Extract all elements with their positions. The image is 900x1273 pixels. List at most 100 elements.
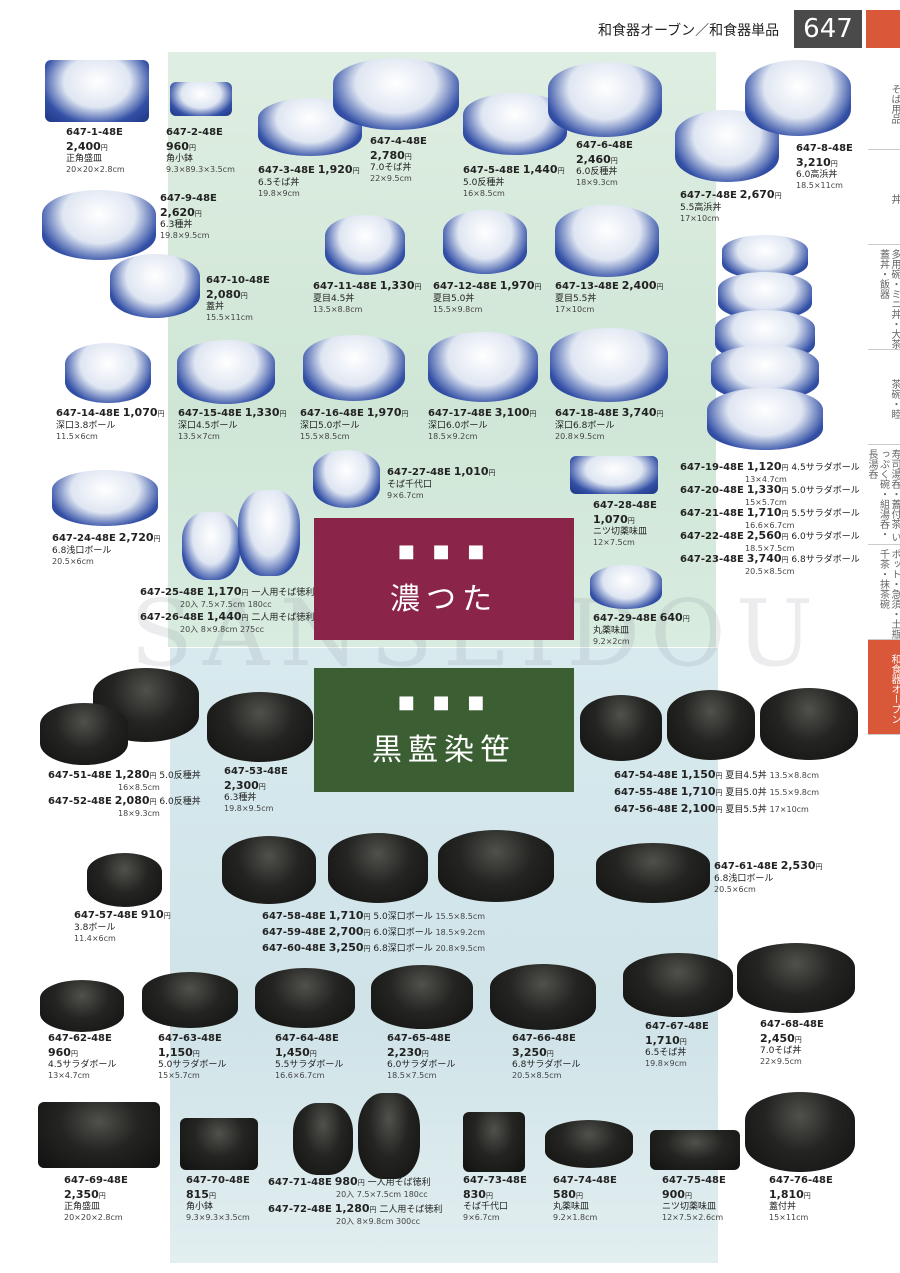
product-qty: 20入 — [180, 624, 199, 634]
product-price: 2,560 — [746, 529, 782, 542]
product-code: 647-51-48E — [48, 770, 112, 781]
product-code: 647-27-48E — [387, 467, 451, 478]
yen-unit: 円 — [679, 1037, 687, 1046]
product-name: 5.5サラダボール — [791, 509, 860, 519]
sidebar-tab[interactable]: 寿司湯呑・蓋付茶 いっぷく碗・組湯呑・長湯呑 — [866, 445, 900, 545]
product-line: 647-59-48E 2,700円 6.0深口ボール 18.5×9.2cm — [262, 925, 485, 940]
yen-unit: 円 — [656, 283, 664, 291]
yen-unit: 円 — [529, 410, 537, 418]
product-name: 深口6.8ボール — [555, 420, 615, 431]
product-price: 1,120 — [746, 460, 782, 473]
product-name: 夏目5.5丼 — [725, 805, 767, 815]
product-name: 6.0反種丼 — [159, 797, 201, 807]
product-price: 1,330 — [746, 483, 782, 496]
product-name: 5.0サラダボール — [158, 1059, 227, 1070]
product-code: 647-76-48E — [769, 1175, 833, 1186]
product-code: 647-4-48E — [370, 136, 427, 147]
product-price: 1,150 — [680, 768, 716, 781]
yen-unit: 円 — [208, 1191, 216, 1200]
sidebar-tab[interactable]: 茶碗・睦 — [868, 350, 900, 445]
product-price: 1,710 — [680, 785, 716, 798]
product-size: 18.5×9.2cm — [428, 431, 478, 441]
product-code: 647-18-48E — [555, 408, 619, 419]
product-name: 深口6.0ボール — [428, 420, 488, 431]
product-name: 蓋丼 — [206, 301, 225, 312]
product-size: 18×9.3cm — [118, 808, 160, 818]
product-price: 1,150 — [158, 1045, 193, 1059]
product-image — [463, 1112, 525, 1172]
sidebar-tab[interactable]: そば用品 — [868, 55, 900, 150]
product-size: 20.5×6cm — [52, 556, 94, 566]
product-price: 960 — [48, 1045, 71, 1059]
product-code: 647-64-48E — [275, 1033, 339, 1044]
product-code: 647-13-48E — [555, 281, 619, 292]
product-size: 18×9.3cm — [576, 178, 618, 187]
product-image — [545, 1120, 633, 1168]
yen-unit: 円 — [149, 798, 157, 806]
product-code: 647-29-48E — [593, 613, 657, 624]
product-code: 647-24-48E — [52, 533, 116, 544]
product-image — [745, 1092, 855, 1172]
product-code: 647-60-48E — [262, 943, 326, 954]
series-banner-kokuai: ■ ■ ■ 黒藍染笹 — [314, 668, 574, 792]
product-size: 7.5×7.5cm 180cc — [200, 599, 272, 609]
banner-squares: ■ ■ ■ — [397, 540, 491, 562]
product-code: 647-61-48E — [714, 861, 778, 872]
yen-unit: 円 — [488, 469, 496, 477]
product-code: 647-15-48E — [178, 408, 242, 419]
product-code: 647-3-48E — [258, 165, 315, 176]
product-price: 910 — [140, 908, 164, 921]
product-price: 2,780 — [370, 148, 405, 162]
product-name: 蓋付丼 — [769, 1201, 797, 1212]
product-code: 647-9-48E — [160, 193, 217, 204]
product-price: 960 — [166, 139, 189, 153]
product-price: 2,530 — [780, 859, 816, 872]
yen-unit: 円 — [241, 589, 249, 597]
sidebar-tab[interactable]: 丼 — [868, 150, 900, 245]
product-name: 夏目5.0丼 — [433, 293, 475, 304]
sidebar-tab-active[interactable]: 和食器オーブン — [868, 640, 900, 735]
yen-unit: 円 — [98, 1191, 106, 1200]
yen-unit: 円 — [815, 863, 823, 871]
product-size: 9×6.7cm — [463, 1213, 500, 1222]
yen-unit: 円 — [163, 912, 171, 920]
product-code: 647-22-48E — [680, 531, 744, 542]
product-price: 3,740 — [746, 552, 782, 565]
product-image — [303, 335, 405, 401]
product-name: 角小鉢 — [186, 1201, 214, 1212]
product-qty: 20入 — [180, 599, 199, 609]
product-code: 647-63-48E — [158, 1033, 222, 1044]
product-image — [40, 980, 124, 1032]
product-code: 647-21-48E — [680, 508, 744, 519]
product-size: 15.5×9.8cm — [433, 304, 483, 314]
product-code: 647-17-48E — [428, 408, 492, 419]
product-size: 13.5×7cm — [178, 431, 220, 441]
product-name: 一人用そば徳利 — [251, 588, 315, 598]
product-code: 647-23-48E — [680, 554, 744, 565]
sidebar-tab[interactable]: 多用碗・ミニ丼・大茶 蓋丼・飯器 — [868, 245, 900, 350]
yen-unit: 円 — [157, 410, 165, 418]
product-size: 18.5×11cm — [796, 181, 843, 190]
product-image — [548, 62, 662, 137]
sidebar-tab[interactable]: ポット・急須・土瓶 千茶・抹茶碗 — [868, 545, 900, 640]
product-code: 647-7-48E — [680, 190, 737, 201]
product-image — [180, 1118, 258, 1170]
